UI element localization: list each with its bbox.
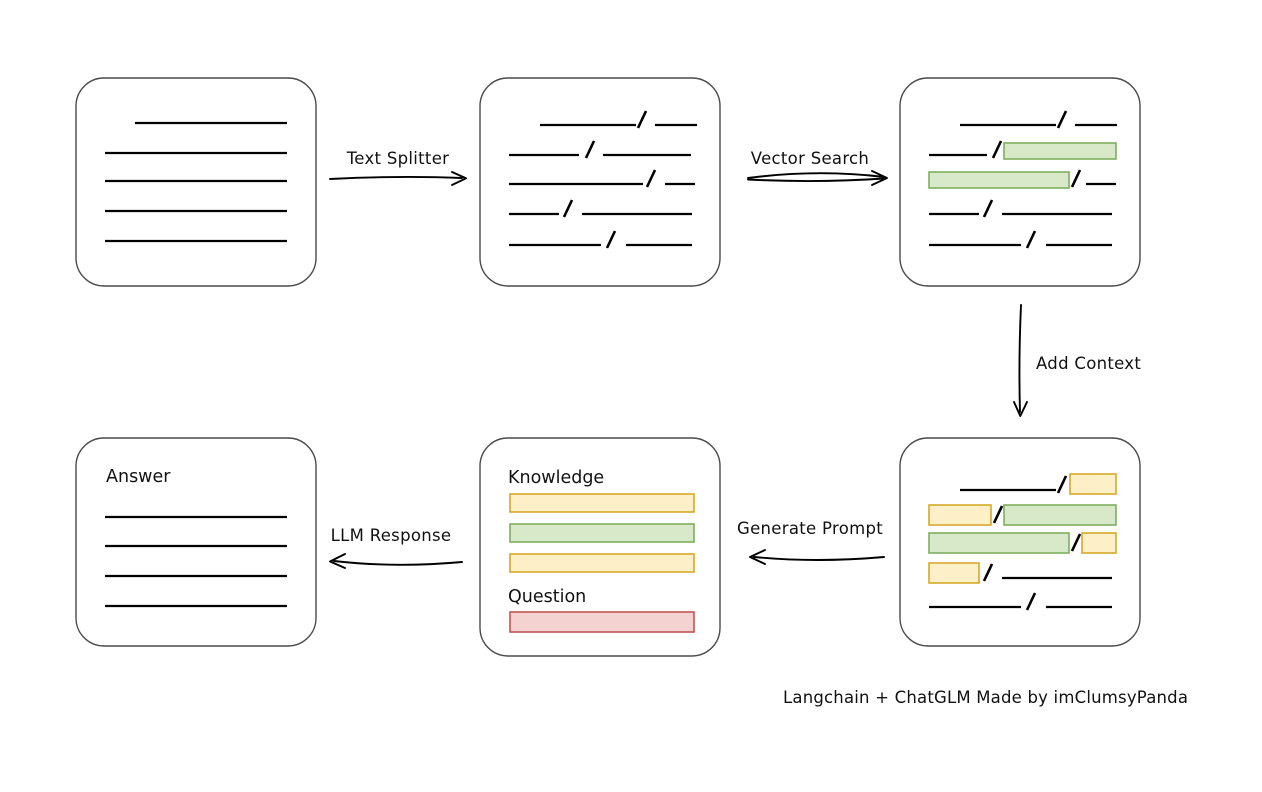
context-chunk-yellow-2 xyxy=(928,504,992,526)
context-chunks-lines xyxy=(928,473,1117,611)
matched-chunks-lines xyxy=(928,110,1117,249)
context-chunk-yellow-1 xyxy=(1069,473,1117,495)
source-document-lines xyxy=(105,121,287,243)
question-label: Question xyxy=(508,587,586,607)
node-matched-chunks[interactable] xyxy=(899,77,1141,287)
knowledge-chip-yellow-2 xyxy=(509,553,695,573)
context-chunk-yellow-4 xyxy=(928,562,980,584)
knowledge-chip-yellow-1 xyxy=(509,493,695,513)
knowledge-chips xyxy=(509,493,695,573)
node-answer[interactable]: Answer xyxy=(75,437,317,647)
edge-label-text-splitter: Text Splitter xyxy=(346,149,450,168)
edge-label-generate-prompt: Generate Prompt xyxy=(737,519,883,538)
context-chunk-green-2 xyxy=(928,532,1070,554)
edge-label-llm-response: LLM Response xyxy=(331,526,452,545)
split-chunks-lines xyxy=(509,110,697,249)
question-chip-red-1 xyxy=(509,611,695,633)
answer-title: Answer xyxy=(106,467,171,487)
answer-box[interactable] xyxy=(75,437,317,647)
edge-text-splitter: Text Splitter xyxy=(329,149,467,186)
edge-label-add-context: Add Context xyxy=(1036,354,1141,373)
edge-label-vector-search: Vector Search xyxy=(751,149,869,168)
node-source-document[interactable] xyxy=(75,77,317,287)
node-context-chunks[interactable] xyxy=(899,437,1141,647)
node-split-chunks[interactable] xyxy=(479,77,721,287)
split-chunks-box[interactable] xyxy=(479,77,721,287)
context-chunk-yellow-3 xyxy=(1081,532,1117,554)
edge-add-context: Add Context xyxy=(1013,304,1141,417)
matched-chunk-green-2 xyxy=(928,171,1070,189)
matched-chunk-green-1 xyxy=(1003,142,1117,160)
edge-llm-response: LLM Response xyxy=(329,526,463,569)
prompt-box[interactable] xyxy=(479,437,721,657)
node-prompt[interactable]: Knowledge Question xyxy=(479,437,721,657)
footer-credit: Langchain + ChatGLM Made by imClumsyPand… xyxy=(783,688,1188,707)
edge-vector-search: Vector Search xyxy=(747,149,888,186)
context-chunk-green-1 xyxy=(1003,504,1117,526)
knowledge-chip-green-1 xyxy=(509,523,695,543)
knowledge-label: Knowledge xyxy=(508,468,604,488)
answer-lines xyxy=(105,515,287,608)
question-chips xyxy=(509,611,695,633)
edge-generate-prompt: Generate Prompt xyxy=(737,519,885,565)
